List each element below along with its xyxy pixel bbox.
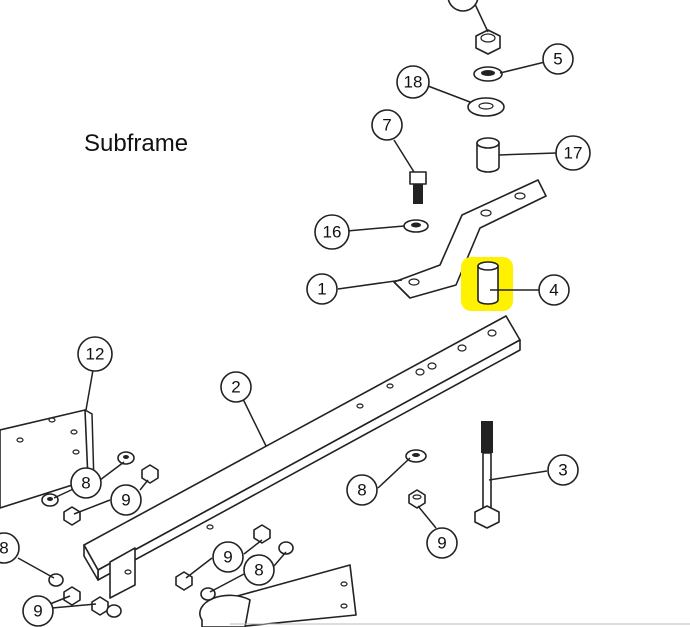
- callout-partial-top: [447, 0, 479, 12]
- callout-5: 5: [542, 43, 574, 75]
- hardware-lower: [48, 524, 294, 618]
- svg-text:8: 8: [81, 474, 90, 493]
- bolt-3: [474, 421, 500, 529]
- svg-text:16: 16: [323, 223, 342, 242]
- callout-9-lower: 9: [212, 541, 244, 573]
- svg-text:2: 2: [231, 378, 240, 397]
- callout-8-right: 8: [346, 474, 378, 506]
- nut-9-right: [408, 489, 426, 509]
- svg-text:12: 12: [86, 345, 105, 364]
- washer-16: [403, 219, 429, 233]
- svg-text:7: 7: [382, 116, 391, 135]
- lower-plate: [199, 564, 357, 627]
- svg-text:9: 9: [33, 602, 42, 621]
- callout-9-left: 9: [110, 484, 142, 516]
- bracket-1: [393, 179, 547, 299]
- svg-text:4: 4: [549, 281, 558, 300]
- svg-text:17: 17: [564, 144, 583, 163]
- svg-text:5: 5: [553, 50, 562, 69]
- svg-text:8: 8: [357, 481, 366, 500]
- washer-8-right: [405, 449, 427, 463]
- callout-9-right: 9: [426, 527, 458, 559]
- callout-8-lower: 8: [243, 554, 275, 586]
- rail-2: [83, 315, 521, 599]
- callout-8-edge: 8: [0, 532, 20, 564]
- callout-16: 16: [314, 214, 350, 250]
- bolt-7: [409, 171, 427, 204]
- callout-18: 18: [396, 65, 430, 99]
- callout-3: 3: [547, 454, 579, 486]
- svg-text:8: 8: [254, 561, 263, 580]
- washer-5: [473, 66, 503, 82]
- spacer-17: [476, 137, 500, 173]
- svg-text:18: 18: [404, 73, 423, 92]
- callout-9-bottom: 9: [22, 595, 54, 627]
- callout-12: 12: [77, 336, 113, 372]
- callout-4: 4: [538, 274, 570, 306]
- callout-8-left: 8: [70, 467, 102, 499]
- top-nut: [475, 29, 501, 55]
- callout-17: 17: [555, 135, 591, 171]
- leader-lines: [17, 1, 557, 609]
- svg-text:9: 9: [437, 534, 446, 553]
- diagram-title: Subframe: [84, 130, 189, 157]
- svg-text:8: 8: [0, 539, 9, 558]
- svg-text:9: 9: [223, 548, 232, 567]
- svg-text:9: 9: [121, 491, 130, 510]
- callout-1: 1: [306, 273, 338, 305]
- callout-7: 7: [371, 109, 403, 141]
- svg-text:3: 3: [558, 461, 567, 480]
- svg-text:1: 1: [317, 280, 326, 299]
- callout-2: 2: [220, 371, 252, 403]
- washer-8-left: [41, 451, 135, 507]
- nut-9-left: [63, 464, 159, 526]
- washer-18: [467, 97, 505, 117]
- spacer-4-highlighted: [461, 257, 513, 311]
